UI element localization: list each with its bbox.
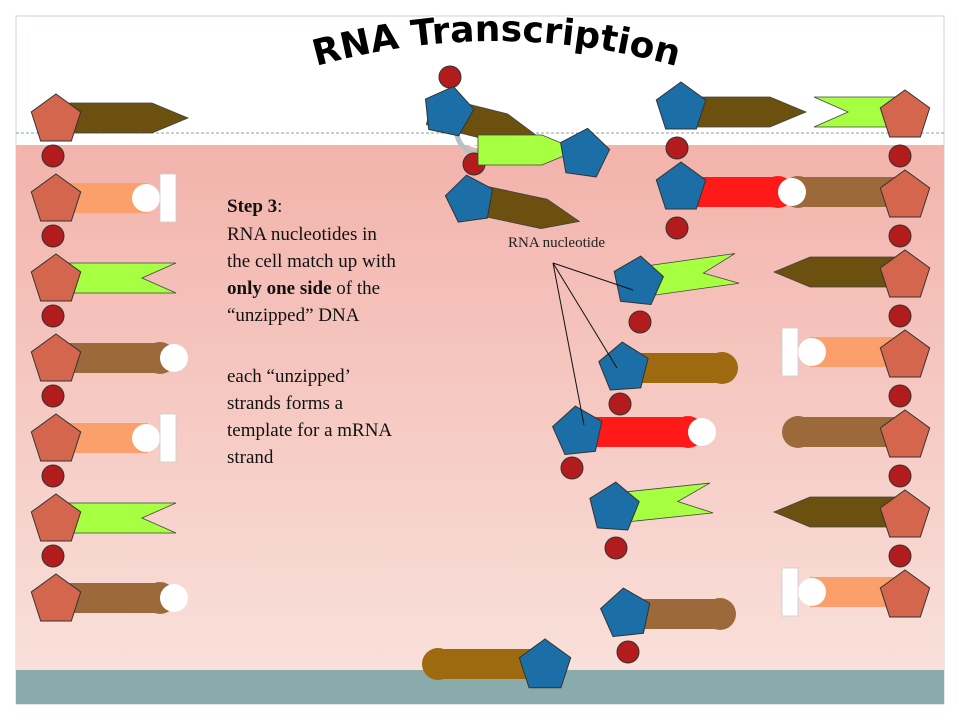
right-phosphate-3 <box>888 304 912 328</box>
upper-sugar-b <box>444 174 494 223</box>
left-phosphate-6 <box>41 544 65 568</box>
right-sugar-3 <box>879 249 931 298</box>
upper-sugar-a <box>424 85 475 137</box>
left-sugar-4 <box>30 333 82 382</box>
right-sugar-5 <box>879 409 931 458</box>
left-phosphate-1 <box>41 144 65 168</box>
free-nt-green-2-sugar <box>589 481 640 531</box>
left-phosphate-5 <box>41 464 65 488</box>
knob-base-end <box>422 648 454 680</box>
knob-base-end <box>704 598 736 630</box>
right-phosphate-1 <box>888 144 912 168</box>
free-nt-brown-sugar <box>599 587 651 638</box>
base-arrow <box>477 134 580 166</box>
base-holder <box>684 176 806 208</box>
right-sugar-6 <box>879 489 931 538</box>
right-phosphate-6 <box>888 544 912 568</box>
step-line-2: the cell match up with <box>227 251 396 272</box>
left-phosphate-4 <box>41 384 65 408</box>
upper-sugar-c <box>560 127 611 178</box>
free-nt-gold-sugar <box>598 341 649 391</box>
right-sugar-4 <box>879 329 931 378</box>
base-holder <box>477 134 580 166</box>
socket-base-cup <box>132 184 160 212</box>
knob-base-highlight <box>688 418 716 446</box>
base-knob-white <box>684 176 806 208</box>
knob-base-end <box>782 416 814 448</box>
knob-base-end <box>706 352 738 384</box>
template-line-3: template for a mRNA <box>227 420 392 441</box>
left-sugar-6 <box>30 493 82 542</box>
step-text-block: Step 3: RNA nucleotides in the cell matc… <box>227 196 396 468</box>
step-heading: Step 3: <box>227 196 282 217</box>
label-pointer-lines <box>552 262 634 426</box>
molecule-layer <box>30 65 931 689</box>
socket-base-plate <box>781 567 799 617</box>
free-nt-gold-phosphate <box>608 392 632 416</box>
socket-base-cup <box>132 424 160 452</box>
left-sugar-2 <box>30 173 82 222</box>
col-phosphate-1 <box>665 136 689 160</box>
free-nt-brown-phosphate <box>616 640 640 664</box>
right-sugar-2 <box>879 169 931 218</box>
bottom-sugar <box>518 638 572 689</box>
col-sugar-1 <box>655 81 707 130</box>
free-nt-green-2-phosphate <box>604 536 628 560</box>
right-phosphate-4 <box>888 384 912 408</box>
step-line-4: “unzipped” DNA <box>227 305 360 326</box>
knob-base-highlight <box>160 344 188 372</box>
socket-base-plate <box>159 413 177 463</box>
col-sugar-2 <box>655 161 707 210</box>
rna-nucleotide-label: RNA nucleotide <box>508 235 605 251</box>
col-red-knob <box>684 176 806 208</box>
free-nt-green-1-phosphate <box>628 310 652 334</box>
right-phosphate-2 <box>888 224 912 248</box>
socket-base-cup <box>798 338 826 366</box>
upper-green-arrow <box>477 134 580 166</box>
socket-base-plate <box>781 327 799 377</box>
upper-phosphate-a <box>438 65 462 89</box>
step-line-3: only one side of the <box>227 278 380 299</box>
free-nt-green-1-sugar <box>613 255 665 306</box>
socket-base-cup <box>798 578 826 606</box>
left-sugar-3 <box>30 253 82 302</box>
template-line-2: strands forms a <box>227 393 344 414</box>
template-line-4: strand <box>227 447 274 468</box>
knob-base-highlight <box>160 584 188 612</box>
socket-base-plate <box>159 173 177 223</box>
left-sugar-7 <box>30 573 82 622</box>
free-nt-red-phosphate <box>560 456 584 480</box>
emphasis-one-side: only one side <box>227 278 332 299</box>
left-sugar-1 <box>30 93 82 142</box>
left-sugar-5 <box>30 413 82 462</box>
knob-base-highlight <box>778 178 806 206</box>
template-line-1: each “unzipped’ <box>227 366 351 387</box>
arrow-base <box>477 134 580 166</box>
left-phosphate-3 <box>41 304 65 328</box>
right-sugar-1 <box>879 89 931 138</box>
free-nt-red-sugar <box>551 405 603 456</box>
right-phosphate-5 <box>888 464 912 488</box>
right-sugar-7 <box>879 569 931 618</box>
col-phosphate-2 <box>665 216 689 240</box>
left-phosphate-2 <box>41 224 65 248</box>
step-line-1: RNA nucleotides in <box>227 224 377 245</box>
